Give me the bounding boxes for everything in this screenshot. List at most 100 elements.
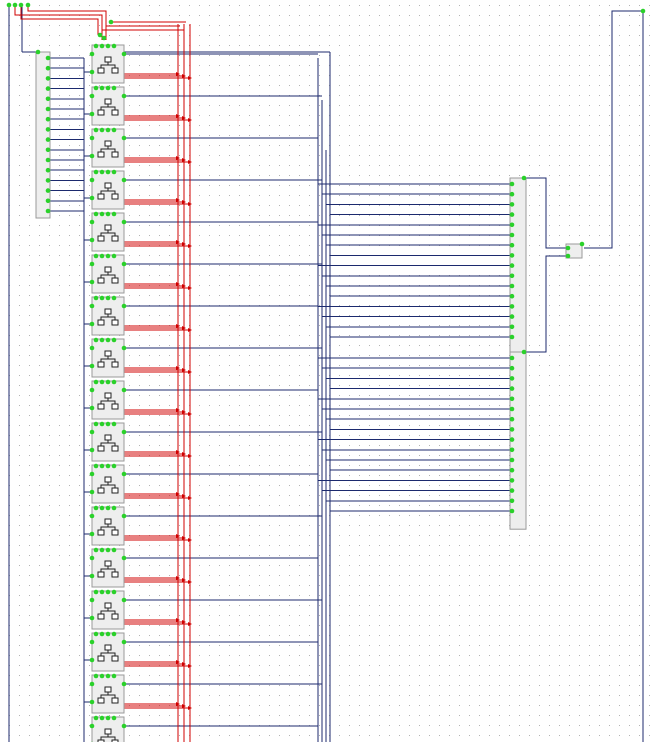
pin-dot-icon[interactable] xyxy=(99,421,105,427)
pin-dot-icon[interactable] xyxy=(93,715,99,721)
pin-dot-icon[interactable] xyxy=(105,211,111,217)
pin-dot-icon[interactable] xyxy=(93,43,99,49)
pin-dot-icon[interactable] xyxy=(509,191,515,197)
pin-dot-icon[interactable] xyxy=(509,293,515,299)
pin-dot-icon[interactable] xyxy=(89,429,95,435)
pin-dot-icon[interactable] xyxy=(509,478,515,483)
pin-dot-icon[interactable] xyxy=(45,96,51,102)
pin-dot-icon[interactable] xyxy=(111,85,117,91)
pin-dot-icon[interactable] xyxy=(89,195,95,201)
pin-dot-icon[interactable] xyxy=(105,589,111,595)
pin-dot-icon[interactable] xyxy=(89,153,95,159)
pin-dot-icon[interactable] xyxy=(111,253,117,259)
pin-dot-icon[interactable] xyxy=(99,169,105,175)
pin-dot-icon[interactable] xyxy=(509,376,515,381)
pin-dot-icon[interactable] xyxy=(89,177,95,183)
pin-dot-icon[interactable] xyxy=(89,555,95,561)
subcircuit-block[interactable] xyxy=(91,590,125,630)
pin-dot-icon[interactable] xyxy=(89,681,95,687)
pin-dot-icon[interactable] xyxy=(111,463,117,469)
pin-dot-icon[interactable] xyxy=(89,405,95,411)
pin-dot-icon[interactable] xyxy=(121,639,127,645)
pin-dot-icon[interactable] xyxy=(121,93,127,99)
pin-dot-icon[interactable] xyxy=(45,55,51,61)
pin-dot-icon[interactable] xyxy=(111,169,117,175)
pin-dot-icon[interactable] xyxy=(93,169,99,175)
pin-dot-icon[interactable] xyxy=(111,505,117,511)
pin-dot-icon[interactable] xyxy=(35,49,41,55)
pin-dot-icon[interactable] xyxy=(521,349,527,355)
pin-dot-icon[interactable] xyxy=(93,337,99,343)
pin-dot-icon[interactable] xyxy=(111,211,117,217)
pin-dot-icon[interactable] xyxy=(6,2,12,8)
pin-dot-icon[interactable] xyxy=(99,715,105,721)
pin-dot-icon[interactable] xyxy=(93,631,99,637)
pin-dot-icon[interactable] xyxy=(93,421,99,427)
pin-dot-icon[interactable] xyxy=(89,513,95,519)
pin-dot-icon[interactable] xyxy=(89,615,95,621)
pin-dot-icon[interactable] xyxy=(121,51,127,57)
pin-dot-icon[interactable] xyxy=(509,324,515,330)
pin-dot-icon[interactable] xyxy=(99,631,105,637)
pin-dot-icon[interactable] xyxy=(111,631,117,637)
pin-dot-icon[interactable] xyxy=(509,212,515,217)
pin-dot-icon[interactable] xyxy=(99,505,105,511)
pin-dot-icon[interactable] xyxy=(93,673,99,679)
pin-dot-icon[interactable] xyxy=(89,219,95,225)
pin-dot-icon[interactable] xyxy=(99,379,105,385)
pin-dot-icon[interactable] xyxy=(565,245,571,251)
pin-dot-icon[interactable] xyxy=(509,498,515,504)
pin-dot-icon[interactable] xyxy=(105,715,111,721)
subcircuit-block[interactable] xyxy=(91,464,125,504)
pin-dot-icon[interactable] xyxy=(89,639,95,645)
pin-dot-icon[interactable] xyxy=(105,631,111,637)
pin-dot-icon[interactable] xyxy=(509,263,515,268)
pin-dot-icon[interactable] xyxy=(93,379,99,385)
pin-dot-icon[interactable] xyxy=(111,43,117,49)
pin-dot-icon[interactable] xyxy=(89,321,95,327)
pin-dot-icon[interactable] xyxy=(99,127,105,133)
subcircuit-block[interactable] xyxy=(91,548,125,588)
pin-dot-icon[interactable] xyxy=(89,237,95,243)
pin-dot-icon[interactable] xyxy=(89,723,95,729)
pin-dot-icon[interactable] xyxy=(93,85,99,91)
pin-dot-icon[interactable] xyxy=(25,2,31,8)
pin-dot-icon[interactable] xyxy=(99,337,105,343)
pin-dot-icon[interactable] xyxy=(89,699,95,705)
pin-dot-icon[interactable] xyxy=(111,379,117,385)
pin-dot-icon[interactable] xyxy=(45,157,51,163)
pin-dot-icon[interactable] xyxy=(105,547,111,553)
pin-dot-icon[interactable] xyxy=(99,463,105,469)
pin-dot-icon[interactable] xyxy=(99,547,105,553)
pin-dot-icon[interactable] xyxy=(111,547,117,553)
pin-dot-icon[interactable] xyxy=(509,273,515,279)
pin-dot-icon[interactable] xyxy=(93,295,99,301)
splitter-icon[interactable] xyxy=(35,51,51,219)
pin-dot-icon[interactable] xyxy=(121,681,127,687)
pin-dot-icon[interactable] xyxy=(121,429,127,435)
pin-dot-icon[interactable] xyxy=(99,589,105,595)
subcircuit-block[interactable] xyxy=(91,632,125,672)
pin-dot-icon[interactable] xyxy=(89,471,95,477)
subcircuit-block[interactable] xyxy=(91,296,125,336)
pin-dot-icon[interactable] xyxy=(101,35,107,41)
pin-dot-icon[interactable] xyxy=(509,488,515,493)
subcircuit-block[interactable] xyxy=(91,170,125,210)
pin-dot-icon[interactable] xyxy=(89,51,95,57)
pin-dot-icon[interactable] xyxy=(89,447,95,453)
pin-dot-icon[interactable] xyxy=(509,334,515,340)
pin-dot-icon[interactable] xyxy=(89,261,95,267)
pin-dot-icon[interactable] xyxy=(89,387,95,393)
subcircuit-block[interactable] xyxy=(91,254,125,294)
pin-dot-icon[interactable] xyxy=(509,355,515,361)
pin-dot-icon[interactable] xyxy=(89,573,95,579)
pin-dot-icon[interactable] xyxy=(99,211,105,217)
pin-dot-icon[interactable] xyxy=(45,65,51,71)
pin-dot-icon[interactable] xyxy=(111,589,117,595)
pin-dot-icon[interactable] xyxy=(105,127,111,133)
pin-dot-icon[interactable] xyxy=(121,723,127,729)
pin-dot-icon[interactable] xyxy=(111,421,117,427)
pin-dot-icon[interactable] xyxy=(45,137,51,142)
subcircuit-block[interactable] xyxy=(91,86,125,126)
pin-dot-icon[interactable] xyxy=(93,505,99,511)
